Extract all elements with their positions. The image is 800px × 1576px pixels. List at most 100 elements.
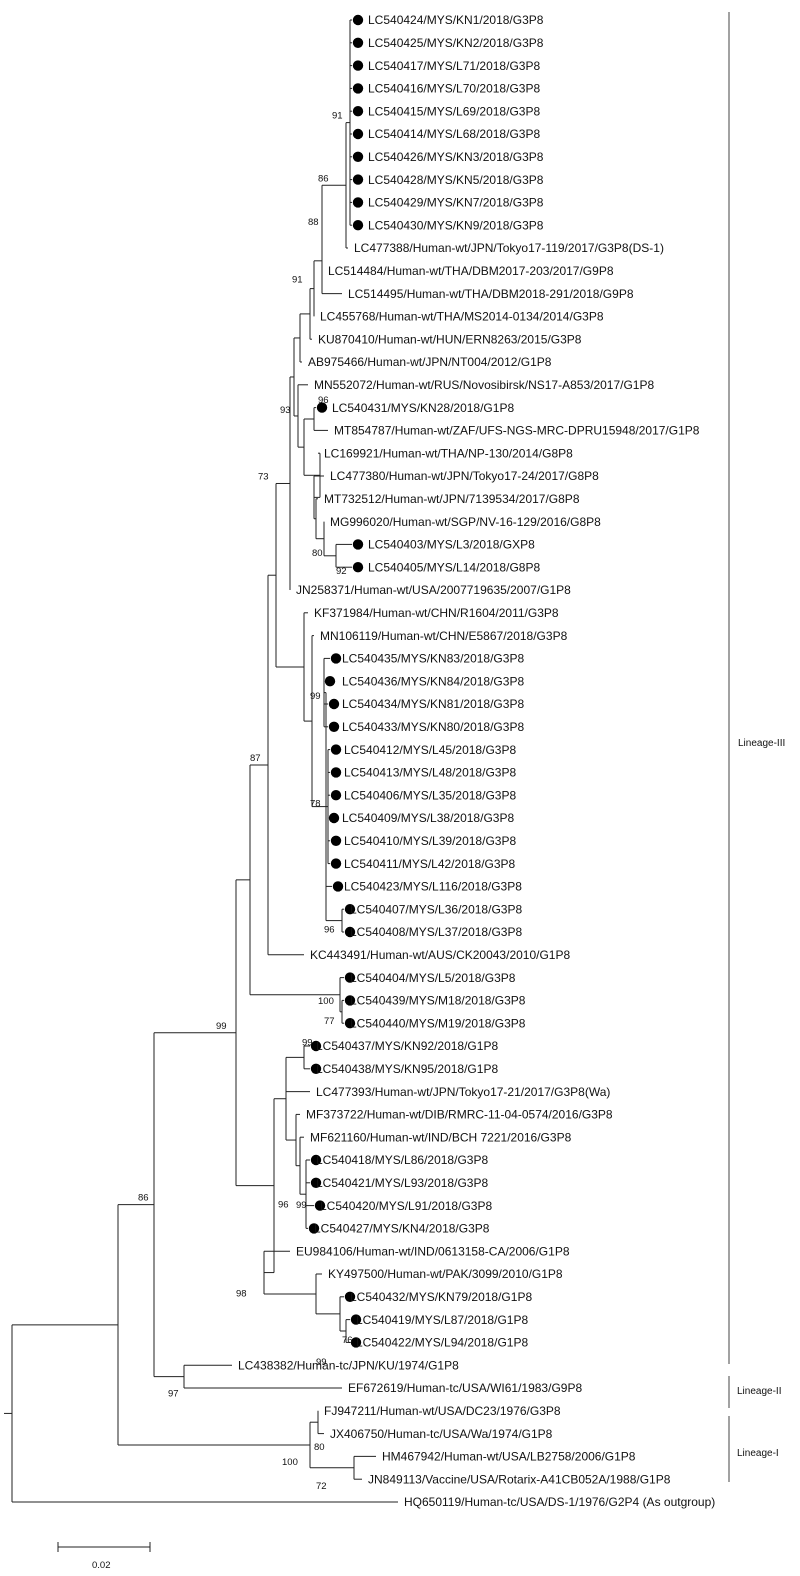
study-strain-marker [330,858,342,869]
bootstrap-value: 73 [258,471,269,482]
leaf-label: LC540429/MYS/KN7/2018/G3P8 [368,196,544,210]
bootstrap-value: 96 [318,395,329,406]
leaf-label: LC540440/MYS/M19/2018/G3P8 [350,1016,526,1030]
leaf-label: LC540421/MYS/L93/2018/G3P8 [316,1176,488,1190]
bootstrap-value: 88 [308,217,319,228]
leaf-label: LC540407/MYS/L36/2018/G3P8 [350,902,522,916]
bootstrap-value: 99 [216,1021,227,1032]
leaf-label: LC540438/MYS/KN95/2018/G1P8 [316,1062,498,1076]
leaf-label: KC443491/Human-wt/AUS/CK20043/2010/G1P8 [310,948,570,962]
leaf-label: LC540416/MYS/L70/2018/G3P8 [368,82,540,96]
bootstrap-value: 80 [314,1442,325,1453]
leaf-label: LC540434/MYS/KN81/2018/G3P8 [342,697,524,711]
lineage-iii-label: Lineage-III [738,738,785,749]
leaf-label: LC540414/MYS/L68/2018/G3P8 [368,127,540,141]
lineage-i-label: Lineage-I [737,1448,779,1459]
leaf-label: LC540413/MYS/L48/2018/G3P8 [344,766,516,780]
leaf-label: LC540422/MYS/L94/2018/G1P8 [356,1336,528,1350]
study-strain-marker [352,106,364,117]
study-strain-marker [330,790,342,801]
leaf-label: LC540432/MYS/KN79/2018/G1P8 [350,1290,532,1304]
bootstrap-value: 99 [302,1037,313,1048]
scale-bar-label: 0.02 [92,1560,111,1571]
leaf-label: LC438382/Human-tc/JPN/KU/1974/G1P8 [238,1358,459,1372]
leaf-label: KY497500/Human-wt/PAK/3099/2010/G1P8 [328,1267,563,1281]
bootstrap-value: 80 [312,548,323,559]
bootstrap-value: 99 [310,691,321,702]
study-strain-marker [330,744,342,755]
scale-bar: 0.02 [57,1542,151,1571]
leaf-label: MT732512/Human-wt/JPN/7139534/2017/G8P8 [324,492,580,506]
study-strain-marker [310,1177,322,1189]
study-strain-marker [310,1040,322,1052]
study-strain-marker [308,1223,320,1234]
study-strain-marker [352,151,364,162]
study-strain-marker [330,767,342,778]
tree-branches [4,19,398,1503]
bootstrap-value: 87 [250,753,261,764]
leaf-label: LC540439/MYS/M18/2018/G3P8 [350,994,526,1008]
study-strain-marker [310,1154,322,1166]
study-strain-marker [344,1291,356,1303]
bootstrap-value: 91 [292,275,303,286]
bootstrap-value: 93 [280,405,291,416]
leaf-label: KF371984/Human-wt/CHN/R1604/2011/G3P8 [314,606,559,620]
leaf-label: LC540425/MYS/KN2/2018/G3P8 [368,36,544,50]
study-strain-marker [332,881,344,892]
leaf-label: LC540412/MYS/L45/2018/G3P8 [344,743,516,757]
study-strain-marker [328,812,340,824]
leaf-label: LC540405/MYS/L14/2018/G8P8 [368,560,540,574]
leaf-label: JN258371/Human-wt/USA/2007719635/2007/G1… [296,583,571,597]
leaf-label: LC540430/MYS/KN9/2018/G3P8 [368,218,544,232]
lineage-brackets: Lineage-III Lineage-II Lineage-I [728,12,785,1482]
leaf-label: LC540437/MYS/KN92/2018/G1P8 [316,1039,498,1053]
leaf-label: FJ947211/Human-wt/USA/DC23/1976/G3P8 [324,1404,561,1418]
leaf-label: HM467942/Human-wt/USA/LB2758/2006/G1P8 [382,1450,636,1464]
study-strain-marker [328,721,340,732]
bootstrap-value: 76 [342,1335,353,1346]
leaf-label: HQ650119/Human-tc/USA/DS-1/1976/G2P4 (As… [404,1495,715,1509]
study-strain-marker [352,197,364,208]
lineage-ii-label: Lineage-II [737,1386,781,1397]
study-strain-marker [330,835,342,846]
study-strain-marker [350,1314,362,1325]
study-strain-marker [352,128,364,140]
study-strain-marker [344,1018,356,1029]
study-strain-marker [352,562,364,573]
leaf-label: LC540435/MYS/KN83/2018/G3P8 [342,652,524,666]
study-strain-marker [352,174,364,185]
bootstrap-value: 92 [336,566,347,577]
leaf-label: MF621160/Human-wt/IND/BCH 7221/2016/G3P8 [310,1130,572,1144]
study-strain-marker [324,676,336,687]
leaf-label: LC540410/MYS/L39/2018/G3P8 [344,834,516,848]
leaf-label: LC455768/Human-wt/THA/MS2014-0134/2014/G… [320,310,604,324]
bootstrap-value: 99 [316,1357,327,1368]
study-strain-marker [350,1337,362,1348]
study-strain-markers [308,14,364,1348]
leaf-labels: LC540424/MYS/KN1/2018/G3P8LC540425/MYS/K… [238,13,715,1509]
leaf-label: LC540417/MYS/L71/2018/G3P8 [368,59,540,73]
leaf-label: JX406750/Human-tc/USA/Wa/1974/G1P8 [330,1427,553,1441]
leaf-label: LC514495/Human-wt/THA/DBM2018-291/2018/G… [348,287,634,301]
study-strain-marker [316,402,328,413]
leaf-label: LC540424/MYS/KN1/2018/G3P8 [368,13,544,27]
study-strain-marker [344,904,356,915]
leaf-label: LC169921/Human-wt/THA/NP-130/2014/G8P8 [324,446,573,460]
study-strain-marker [352,220,364,231]
study-strain-marker [352,14,364,26]
bootstrap-value: 100 [282,1457,298,1468]
bootstrap-value: 96 [278,1200,289,1211]
leaf-label: LC540433/MYS/KN80/2018/G3P8 [342,720,524,734]
study-strain-marker [330,653,342,664]
leaf-label: EF672619/Human-tc/USA/WI61/1983/G9P8 [348,1381,582,1395]
study-strain-marker [344,995,356,1006]
leaf-label: LC540415/MYS/L69/2018/G3P8 [368,104,540,118]
bootstrap-value: 77 [324,1016,335,1027]
leaf-label: MN106119/Human-wt/CHN/E5867/2018/G3P8 [320,629,568,643]
leaf-label: MF373722/Human-wt/DIB/RMRC-11-04-0574/20… [306,1108,613,1122]
leaf-label: KU870410/Human-wt/HUN/ERN8263/2015/G3P8 [318,332,582,346]
leaf-label: LC514484/Human-wt/THA/DBM2017-203/2017/G… [328,264,614,278]
leaf-label: LC540411/MYS/L42/2018/G3P8 [344,857,516,871]
